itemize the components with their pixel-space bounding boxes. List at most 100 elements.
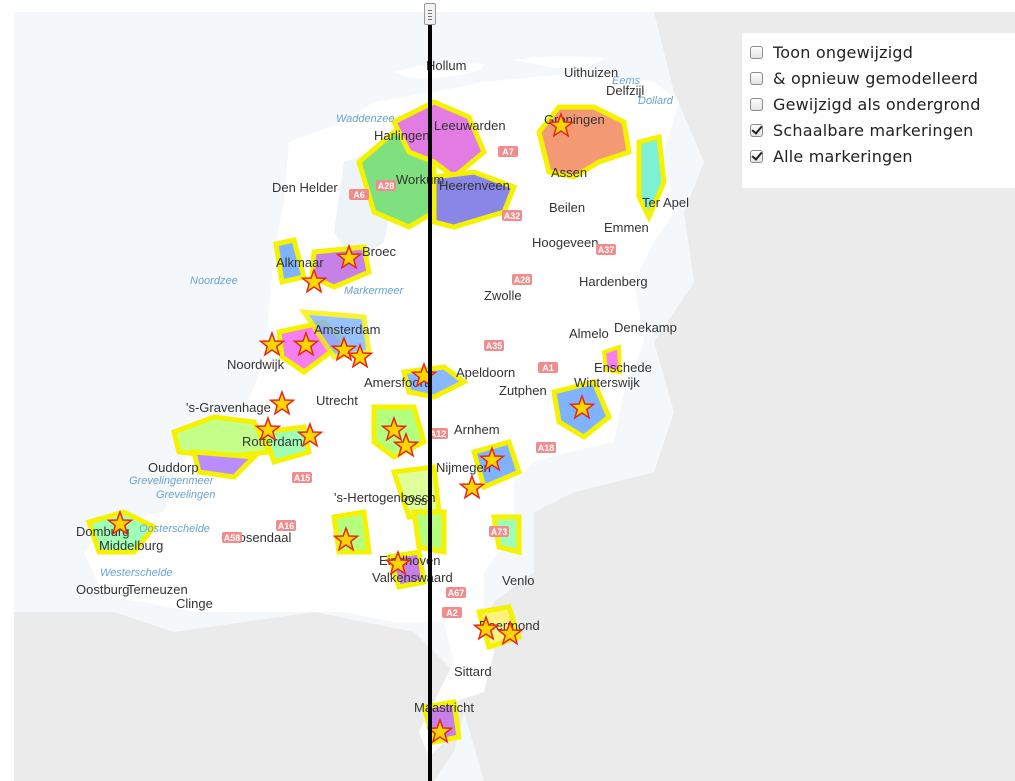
star-marker[interactable]: [472, 614, 500, 641]
star-marker[interactable]: [332, 525, 360, 552]
place-label: Enschede: [594, 360, 652, 375]
place-label: 's-Gravenhage: [186, 400, 271, 415]
star-marker[interactable]: [296, 421, 324, 448]
star-markers: [106, 111, 596, 744]
place-label: Ouddorp: [148, 460, 199, 475]
road-shield: A18: [536, 442, 556, 453]
svg-text:A67: A67: [448, 588, 465, 598]
place-label: Delfzijl: [606, 83, 644, 98]
place-label: Apeldoorn: [456, 365, 515, 380]
star-marker[interactable]: [268, 389, 296, 416]
place-label: Oss: [404, 493, 428, 508]
water-label: Oosterschelde: [139, 523, 210, 535]
place-label: Almelo: [569, 326, 609, 341]
place-label: Terneuzen: [127, 582, 188, 597]
water-label: Grevelingenmeer: [129, 475, 215, 487]
star-marker[interactable]: [106, 509, 134, 536]
star-marker[interactable]: [496, 619, 524, 646]
place-label: Emmen: [604, 220, 649, 235]
svg-text:A32: A32: [504, 211, 521, 221]
svg-text:A28: A28: [514, 275, 531, 285]
star-marker[interactable]: [547, 111, 575, 138]
road-shield: A28: [376, 180, 396, 191]
option-label: Alle markeringen: [773, 146, 913, 166]
place-label: Leeuwarden: [434, 118, 506, 133]
road-shield: A15: [292, 472, 312, 483]
water-label: Grevelingen: [156, 489, 215, 501]
road-shield: A7: [498, 146, 518, 157]
place-label: Heerenveen: [439, 178, 510, 193]
road-shield: A35: [484, 340, 504, 351]
place-label: Utrecht: [316, 393, 358, 408]
place-label: Rotterdam: [242, 434, 303, 449]
water-label: Westerschelde: [100, 567, 173, 579]
star-marker[interactable]: [458, 473, 486, 500]
place-label: Hardenberg: [579, 274, 648, 289]
star-marker[interactable]: [346, 342, 374, 369]
star-marker[interactable]: [300, 267, 328, 294]
star-marker[interactable]: [292, 330, 320, 357]
svg-text:A1: A1: [542, 363, 554, 373]
star-marker[interactable]: [258, 330, 286, 357]
svg-text:A15: A15: [294, 473, 311, 483]
option-gewijzigd-als-ondergrond[interactable]: Gewijzigd als ondergrond: [750, 91, 1007, 117]
place-label: Valkenswaard: [372, 570, 453, 585]
water-label: Dollard: [638, 95, 674, 107]
road-shield: A16: [276, 520, 296, 531]
place-label: Beilen: [549, 200, 585, 215]
place-label: Oostburg: [76, 582, 129, 597]
road-shield: A58: [222, 532, 242, 543]
star-marker[interactable]: [254, 415, 282, 442]
star-marker[interactable]: [384, 549, 412, 576]
island-schiermonnikoog: [514, 56, 604, 68]
svg-text:A7: A7: [502, 147, 514, 157]
road-shields: A7A28A32A37A6A28A35A1A12A18A15A58A16A73A…: [222, 146, 616, 618]
star-marker[interactable]: [410, 361, 438, 388]
checkbox[interactable]: [750, 97, 763, 111]
option-toon-ongewijzigd[interactable]: Toon ongewijzigd: [750, 39, 1007, 65]
place-label: Denekamp: [614, 320, 677, 335]
swipe-handle[interactable]: [424, 3, 436, 25]
star-marker[interactable]: [478, 445, 506, 472]
checkbox[interactable]: [750, 45, 763, 59]
place-label: Arnhem: [454, 422, 500, 437]
star-marker[interactable]: [330, 335, 358, 362]
place-label: Hollum: [426, 58, 466, 73]
place-label: Sittard: [454, 664, 492, 679]
star-marker[interactable]: [380, 415, 408, 442]
place-label: Venlo: [502, 573, 535, 588]
layer-options-panel: Toon ongewijzigd & opnieuw gemodelleerd …: [742, 33, 1015, 188]
place-label: Zwolle: [484, 288, 522, 303]
option-alle-markeringen[interactable]: Alle markeringen: [750, 143, 1007, 169]
checkbox-checked[interactable]: [750, 149, 763, 163]
road-shield: A28: [512, 274, 532, 285]
svg-text:A58: A58: [224, 533, 241, 543]
star-marker[interactable]: [568, 393, 596, 420]
option-schaalbare-markeringen[interactable]: Schaalbare markeringen: [750, 117, 1007, 143]
water-label: Noordzee: [190, 275, 238, 287]
place-label: Assen: [551, 165, 587, 180]
place-label: Noordwijk: [227, 357, 285, 372]
svg-text:A2: A2: [446, 608, 458, 618]
top-strip: [0, 0, 1015, 12]
svg-text:A73: A73: [491, 527, 508, 537]
star-marker[interactable]: [392, 431, 420, 458]
road-shield: A37: [596, 244, 616, 255]
place-label: Amsterdam: [314, 322, 380, 337]
road-shield: A6: [349, 189, 369, 200]
svg-text:A6: A6: [353, 190, 365, 200]
place-label: 's-Hertogenbosch: [334, 490, 435, 505]
road-shield: A67: [446, 587, 466, 598]
place-label: Amersfoort: [364, 375, 428, 390]
place-label: Hoogeveen: [532, 235, 599, 250]
svg-text:A12: A12: [430, 429, 447, 439]
checkbox[interactable]: [750, 71, 763, 85]
option-opnieuw-gemodelleerd[interactable]: & opnieuw gemodelleerd: [750, 65, 1007, 91]
place-label: Middelburg: [99, 538, 163, 553]
star-marker[interactable]: [335, 243, 363, 270]
neighbour-land: [14, 12, 1015, 781]
option-label: & opnieuw gemodelleerd: [773, 68, 979, 88]
checkbox-checked[interactable]: [750, 123, 763, 137]
road-shield: A2: [442, 607, 462, 618]
swipe-divider-line[interactable]: [428, 12, 432, 781]
